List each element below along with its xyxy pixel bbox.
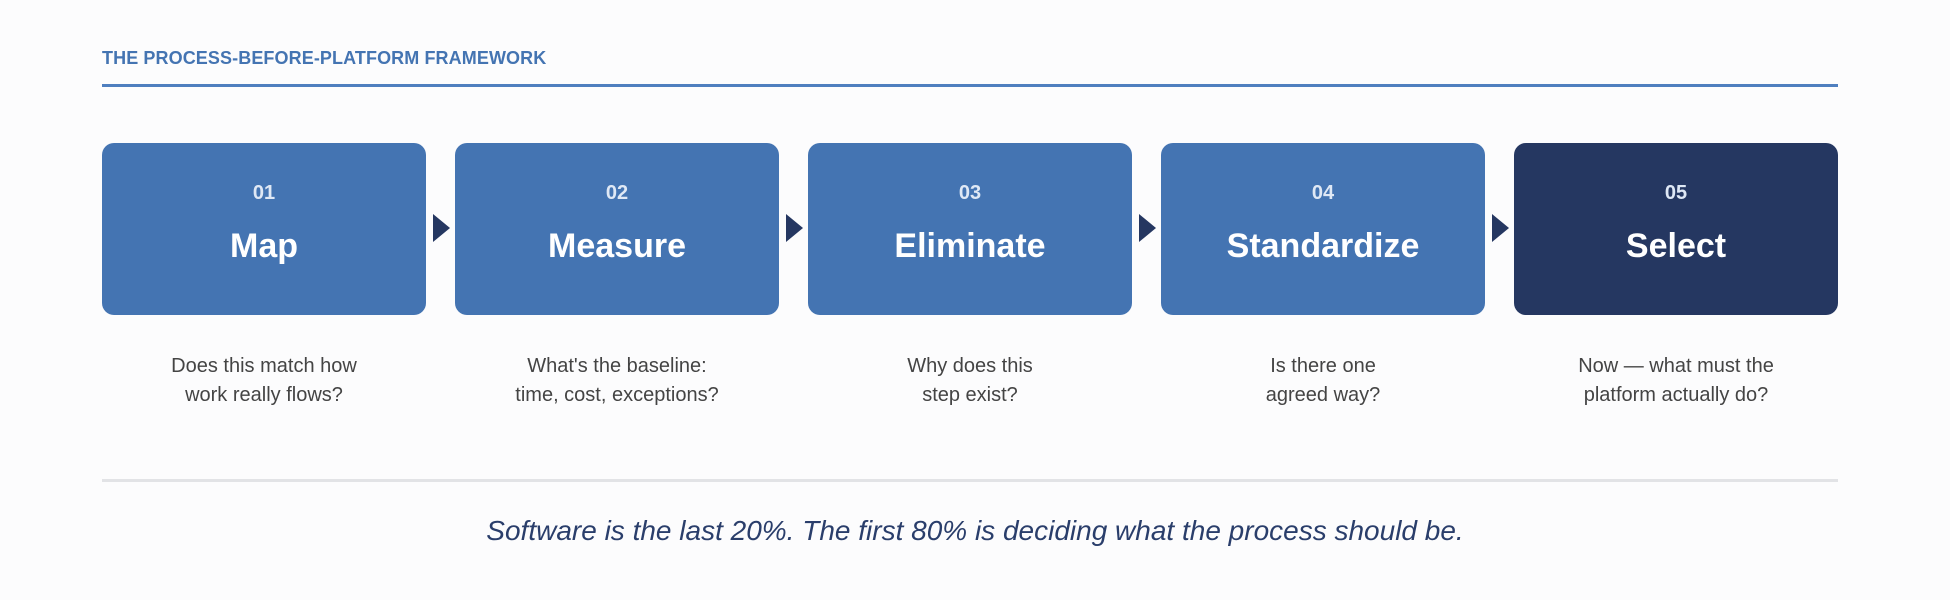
- step-question-line: step exist?: [922, 384, 1018, 406]
- step-question-eliminate: Why does this step exist?: [808, 352, 1132, 410]
- footer-divider: [102, 479, 1838, 482]
- step-number: 04: [1311, 182, 1335, 204]
- step-question-measure: What's the baseline: time, cost, excepti…: [455, 352, 779, 410]
- step-title: Measure: [548, 227, 686, 265]
- step-card-measure: 02 Measure: [455, 143, 779, 315]
- step-number: 01: [252, 182, 276, 204]
- step-question-line: agreed way?: [1265, 384, 1381, 406]
- step-card-map: 01 Map: [102, 143, 426, 315]
- step-card-select: 05 Select: [1514, 143, 1838, 315]
- arrow-right-icon: [433, 214, 450, 242]
- title-divider: [102, 84, 1838, 87]
- step-question-line: work really flows?: [185, 384, 343, 406]
- tagline: Software is the last 20%. The first 80% …: [486, 515, 1464, 546]
- step-question-line: time, cost, exceptions?: [515, 384, 719, 406]
- step-title: Select: [1625, 227, 1727, 265]
- step-question-line: Why does this: [907, 355, 1033, 377]
- step-title: Standardize: [1226, 227, 1420, 265]
- step-card-standardize: 04 Standardize: [1161, 143, 1485, 315]
- step-question-select: Now — what must the platform actually do…: [1514, 352, 1838, 410]
- step-number: 03: [958, 182, 982, 204]
- arrow-right-icon: [1492, 214, 1509, 242]
- step-question-line: Is there one: [1270, 355, 1376, 377]
- arrow-right-icon: [1139, 214, 1156, 242]
- step-question-line: Does this match how: [171, 355, 357, 377]
- step-question-map: Does this match how work really flows?: [102, 352, 426, 410]
- step-title: Map: [230, 227, 298, 265]
- framework-title: THE PROCESS-BEFORE-PLATFORM FRAMEWORK: [102, 48, 547, 68]
- arrow-right-icon: [786, 214, 803, 242]
- step-title: Eliminate: [894, 227, 1046, 265]
- step-question-line: platform actually do?: [1583, 384, 1769, 406]
- step-card-eliminate: 03 Eliminate: [808, 143, 1132, 315]
- step-question-standardize: Is there one agreed way?: [1161, 352, 1485, 410]
- step-question-line: What's the baseline:: [527, 355, 707, 377]
- step-number: 05: [1664, 182, 1688, 204]
- step-question-line: Now — what must the: [1578, 355, 1774, 377]
- step-number: 02: [605, 182, 629, 204]
